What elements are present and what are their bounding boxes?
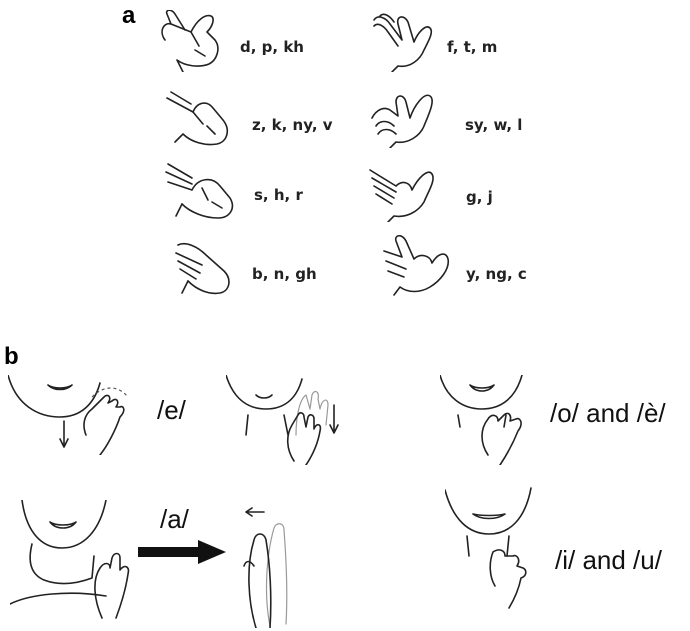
vowel-e-illustration <box>8 375 130 455</box>
handshape-1-letters: d, p, kh <box>240 38 304 56</box>
handshape-3-hand-icon <box>163 90 243 148</box>
handshape-7-letters: b, n, gh <box>252 265 317 283</box>
handshape-4-letters: sy, w, l <box>465 116 522 134</box>
vowel-a-hand-motion-illustration <box>240 506 300 628</box>
handshape-2-letters: f, t, m <box>447 38 497 56</box>
vowel-e-label: /e/ <box>157 395 186 426</box>
handshape-1-hand-icon <box>155 10 225 72</box>
handshape-4-hand-icon <box>368 88 442 148</box>
vowel-a-arrow-icon <box>138 540 226 564</box>
handshape-7-hand-icon <box>172 235 248 297</box>
handshape-2-hand-icon <box>368 10 438 72</box>
vowel-a-label: /a/ <box>160 504 189 535</box>
vowel-e-downward-illustration <box>226 375 346 465</box>
vowel-o-e-label: /o/ and /è/ <box>550 398 666 429</box>
handshape-5-hand-icon <box>162 160 246 222</box>
vowel-i-u-illustration <box>445 480 555 610</box>
handshape-8-hand-icon <box>380 235 456 297</box>
vowel-o-e-illustration <box>440 375 550 465</box>
handshape-6-hand-icon <box>366 160 442 222</box>
vowel-i-u-label: /i/ and /u/ <box>555 545 662 576</box>
panel-a-label: a <box>122 2 135 30</box>
handshape-8-letters: y, ng, c <box>466 265 527 283</box>
handshape-5-letters: s, h, r <box>254 186 303 204</box>
handshape-3-letters: z, k, ny, v <box>252 116 333 134</box>
vowel-a-face-illustration <box>10 500 142 620</box>
handshape-6-letters: g, j <box>466 188 493 206</box>
panel-b-label: b <box>4 343 19 371</box>
